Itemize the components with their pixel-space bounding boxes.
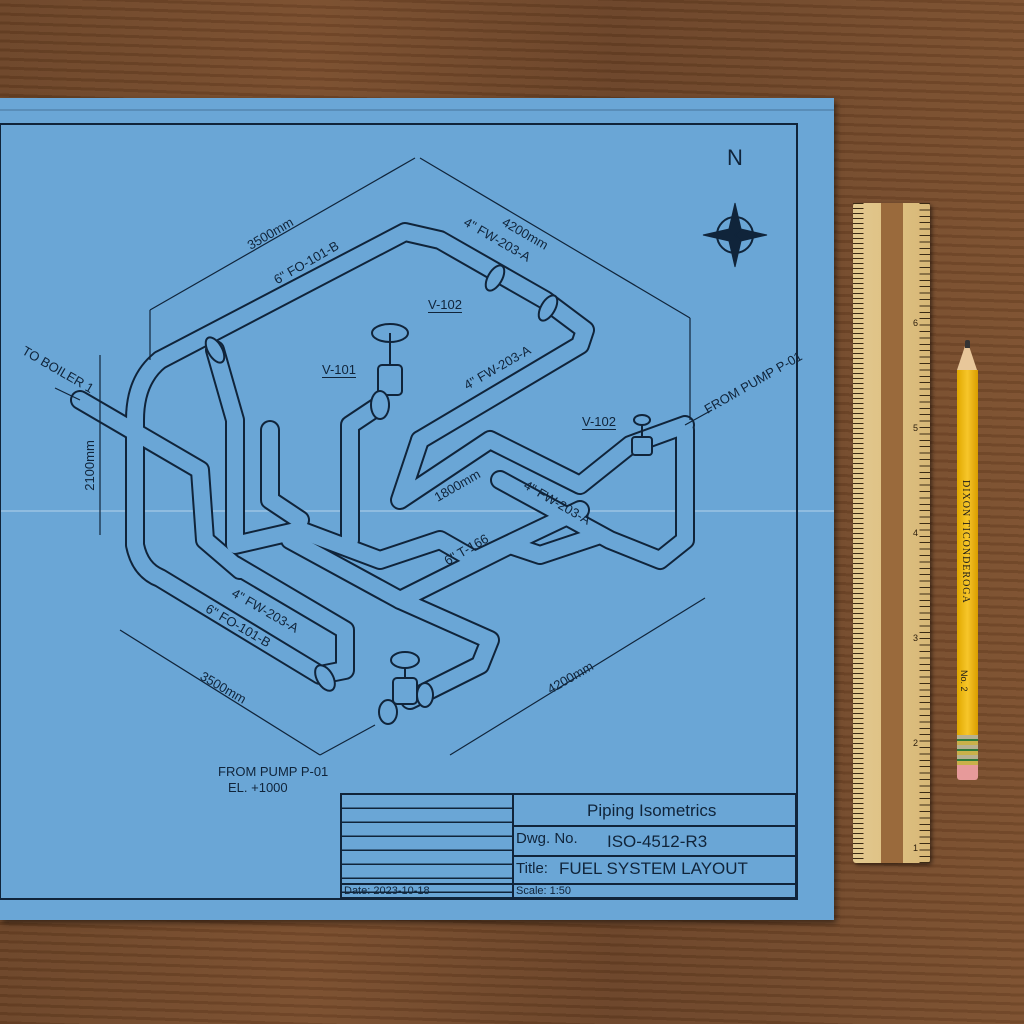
valve-v102-right-icon [631,414,653,456]
title-block: Piping Isometrics Dwg. No. ISO-4512-R3 T… [340,793,797,899]
valve-v101-icon [370,323,409,420]
ruler-number: 6 [913,318,919,328]
dim-label: 2100mm [81,440,97,491]
title-value: FUEL SYSTEM LAYOUT [559,859,748,878]
pipe-network [70,222,695,710]
pencil: DIXON TICONDEROGA No. 2 [957,340,978,780]
wooden-ruler: 1 2 3 4 5 6 [853,203,930,863]
valve-label: V-102 [582,414,616,430]
pencil-grade: No. 2 [959,670,969,692]
drawing-border [0,123,798,900]
flanges [204,264,559,725]
ruler-number: 1 [913,843,919,853]
scale-text: Scale: 1:50 [516,885,572,897]
ruler-number: 4 [913,528,919,538]
ruler-number: 3 [913,633,919,643]
ruler-number: 5 [913,423,919,433]
dimension-lines [54,157,713,756]
elevation-label: EL. +1000 [228,780,288,795]
valve-label: V-102 [428,297,462,313]
drawing-number-value: ISO-4512-R3 [607,832,708,851]
ruler-number: 2 [913,738,919,748]
valve-bottom-icon [390,651,434,708]
piping-isometric-drawing [0,109,834,900]
pencil-brand: DIXON TICONDEROGA [960,480,971,604]
drawing-number-label: Dwg. No. [516,830,578,847]
title-block-heading: Piping Isometrics [587,801,717,820]
north-compass-icon [702,202,768,268]
from-pump-label: FROM PUMP P-01 [218,764,329,779]
revision-grid [342,795,514,897]
date-text: Date: 2023-10-18 [344,885,430,897]
compass-north-label: N [727,145,743,170]
valve-label: V-101 [322,362,356,378]
title-label: Title: [516,860,548,877]
